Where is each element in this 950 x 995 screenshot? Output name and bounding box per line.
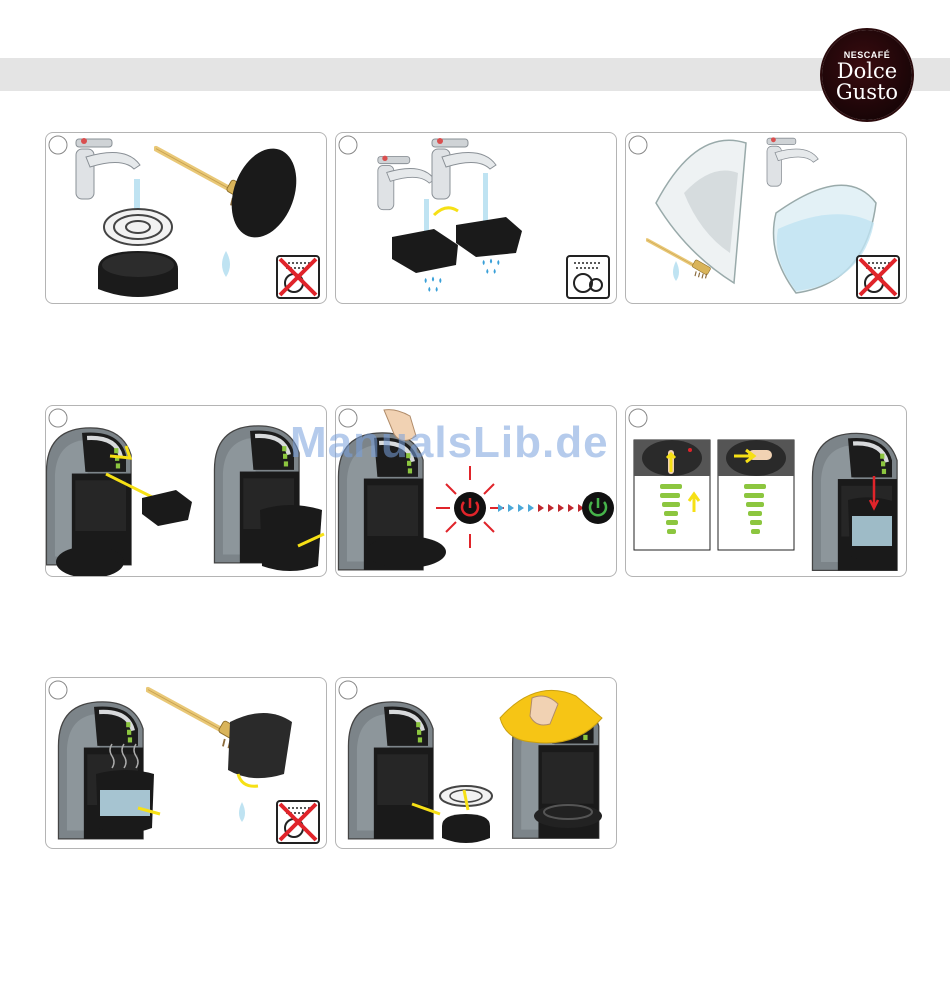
watermark: ManualsLib.de <box>290 418 609 468</box>
brand-logo: NESCAFÉ Dolce Gusto <box>822 30 912 120</box>
lever-indicator-up <box>634 440 710 550</box>
coffee-machine-left <box>348 702 433 839</box>
coffee-machine-left <box>46 428 131 565</box>
no-dishwasher-icon <box>857 256 899 298</box>
header-band <box>0 58 950 91</box>
panel-empty-container <box>45 677 327 849</box>
no-dishwasher-icon <box>277 801 319 843</box>
power-red-icon <box>436 466 504 548</box>
panel-rinse-drip-tray <box>45 132 327 304</box>
container-tilted <box>228 713 292 778</box>
capsule-holder-b <box>456 217 522 257</box>
faucet-icon <box>767 137 818 186</box>
panel-insert-capsule-holder <box>45 405 327 577</box>
logo-line1: Dolce <box>822 61 912 82</box>
progress-arrows <box>498 504 584 512</box>
panel-wipe-machine <box>335 677 617 849</box>
dishwasher-icon <box>567 256 609 298</box>
panel-rinse-water-tank <box>625 132 907 304</box>
logo-line2: Gusto <box>822 82 912 103</box>
drip-tray-upright <box>220 140 308 247</box>
panel-descale-lever <box>625 405 907 577</box>
panel-rinse-capsule-holder <box>335 132 617 304</box>
power-green-icon <box>582 492 614 524</box>
drip-tray-icon <box>442 814 490 843</box>
no-dishwasher-icon <box>277 256 319 298</box>
lever-indicator-side <box>718 440 794 550</box>
arrow-icon <box>434 208 458 215</box>
capsule-holder-a <box>392 229 458 273</box>
faucet-icon <box>76 138 140 199</box>
water-drop <box>222 251 230 277</box>
